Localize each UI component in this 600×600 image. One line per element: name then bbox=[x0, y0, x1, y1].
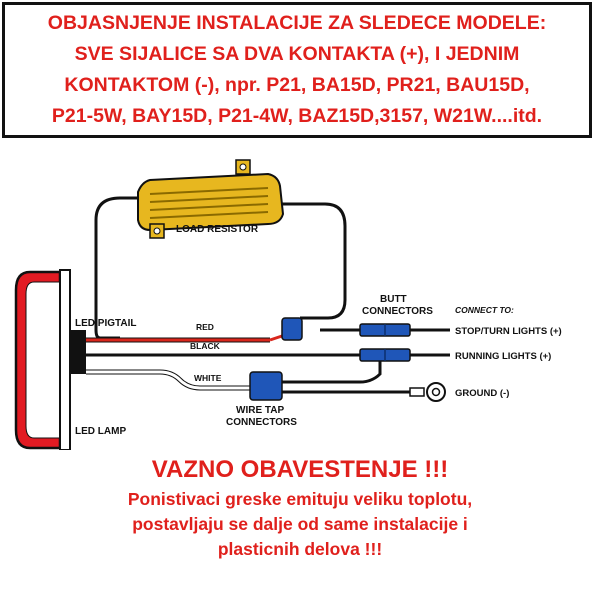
wire-tap-connector bbox=[249, 371, 283, 401]
header-line-4: P21-5W, BAY15D, P21-4W, BAZ15D,3157, W21… bbox=[51, 105, 543, 127]
load-resistor-label: LOAD RESISTOR bbox=[176, 224, 259, 235]
wire-tap-label-1: WIRE TAP bbox=[236, 405, 284, 416]
connect-to-label: CONNECT TO: bbox=[455, 305, 514, 315]
pigtail-wires bbox=[86, 328, 450, 394]
white-wire-label: WHITE bbox=[194, 373, 222, 383]
black-wire-label: BLACK bbox=[190, 341, 221, 351]
led-lamp-label: LED LAMP bbox=[75, 426, 126, 437]
butt-connector-running bbox=[359, 348, 411, 362]
stop-turn-label: STOP/TURN LIGHTS (+) bbox=[455, 326, 562, 337]
load-resistor bbox=[137, 159, 285, 239]
header-box: OBJASNJENJE INSTALACIJE ZA SLEDECE MODEL… bbox=[2, 2, 592, 138]
wire-tap-label-2: CONNECTORS bbox=[226, 417, 297, 428]
red-wire-splice-connector bbox=[281, 317, 303, 341]
red-wire-label: RED bbox=[196, 322, 214, 332]
notice-title: VAZNO OBAVESTENJE !!! bbox=[151, 456, 449, 483]
butt-connectors-label-2: CONNECTORS bbox=[362, 306, 433, 317]
header-line-2: SVE SIJALICE SA DVA KONTAKTA (+), I JEDN… bbox=[74, 43, 520, 65]
led-lamp bbox=[14, 269, 86, 450]
wiring-diagram: LOAD RESISTOR RED BLACK WHITE BUTT CONNE… bbox=[14, 159, 562, 450]
led-pigtail-label: LED PIGTAIL bbox=[75, 318, 136, 329]
notice-line-3: plasticnih delova !!! bbox=[217, 539, 383, 559]
ground-label: GROUND (-) bbox=[455, 388, 509, 399]
notice-line-2: postavljaju se dalje od same instalacije… bbox=[132, 514, 468, 534]
running-lights-label: RUNNING LIGHTS (+) bbox=[455, 351, 551, 362]
header-line-3: KONTAKTOM (-), npr. P21, BA15D, PR21, BA… bbox=[64, 74, 530, 96]
header-line-1: OBJASNJENJE INSTALACIJE ZA SLEDECE MODEL… bbox=[47, 12, 547, 34]
butt-connector-stop-turn bbox=[359, 323, 411, 337]
butt-connectors-label-1: BUTT bbox=[380, 294, 407, 305]
ground-ring-terminal bbox=[409, 382, 446, 402]
notice-line-1: Ponistivaci greske emituju veliku toplot… bbox=[127, 489, 473, 509]
